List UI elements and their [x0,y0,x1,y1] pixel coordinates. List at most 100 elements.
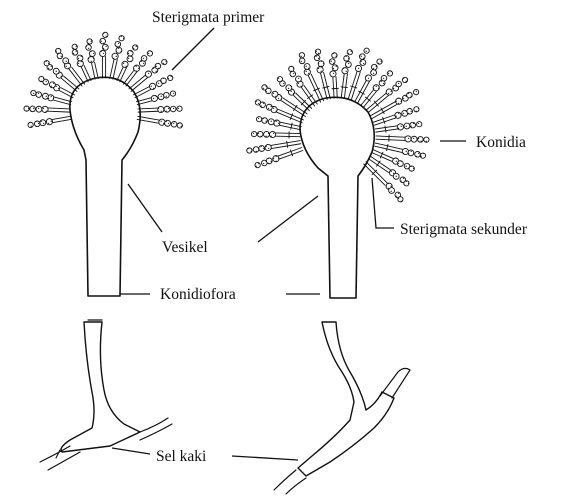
conidium [314,55,320,61]
conidium [103,32,108,37]
conidium [164,106,170,112]
sterigma [52,116,71,122]
conidium [393,173,399,179]
conidium [405,136,411,142]
sterigma-septum [385,126,386,132]
conidium [404,181,409,186]
conidium [299,53,304,58]
sterigma [91,62,98,79]
sterigma [276,133,300,137]
conidium [72,50,78,56]
conidium [318,61,324,67]
conidium [49,82,55,88]
conidium [315,49,320,54]
conidium [247,148,252,153]
conidium [87,39,92,44]
sterigma [370,101,397,118]
conidium [112,53,118,59]
conidium [424,137,429,142]
conidium [39,76,44,81]
conidium [274,120,280,126]
conidium [413,89,418,94]
conidium [360,54,366,60]
sterigma [361,89,377,107]
conidium [398,197,403,202]
conidium [410,122,416,128]
conidium [290,71,296,77]
conidium [397,161,403,167]
conidium [408,150,414,156]
left-conidial-head [24,32,183,128]
conidium [397,124,403,130]
conidium [24,106,29,111]
conidium [396,98,402,104]
conidium [262,85,267,90]
sterigma [375,126,397,132]
conidium [417,122,422,127]
sterigma-septum [287,141,288,147]
conidium [100,38,106,44]
conidium [268,119,274,125]
label-sterigmata-sekunder: Sterigmata sekunder [400,221,528,238]
conidium [345,62,351,68]
sterigma [376,136,405,140]
conidium [30,106,36,112]
conidium [72,44,77,49]
conidium [381,75,387,81]
conidium [270,131,276,137]
conidium [251,131,256,136]
conidium [289,66,294,71]
conidium [373,85,379,91]
conidium [119,36,124,41]
conidium [100,50,106,56]
conidium [277,77,282,82]
right-conidial-head [247,48,429,202]
conidium [411,136,417,142]
conidium [102,44,108,50]
conidium [329,59,335,65]
conidium [177,123,182,128]
conidium [36,106,42,112]
sterigma-septum [341,87,347,88]
left-foot-cell-assembly [40,320,172,470]
conidium [342,68,348,74]
conidium [409,166,414,171]
sterigma [368,156,390,172]
conidium [372,64,378,70]
sterigma [333,77,337,98]
conidium [255,100,260,105]
conidium [296,76,302,82]
conidium [415,152,421,158]
conidium [389,188,395,194]
conidium [133,45,138,50]
conidium [265,144,271,150]
conidium [402,77,407,82]
conidium [40,120,46,126]
conidium [377,59,382,64]
sterigma [293,93,311,111]
conidium [89,51,95,57]
conidium [147,51,152,56]
label-sterigmata-primer: Sterigmata primer [152,9,265,26]
conidium [53,68,59,74]
conidium [127,56,133,62]
conidium [330,71,336,77]
right-foot-cell-assembly [274,322,410,494]
conidium [407,109,413,115]
conidium [31,90,36,95]
conidium [170,91,175,96]
label-sel-kaki: Sel kaki [156,448,207,465]
conidium [162,59,167,64]
conidium [272,91,278,97]
sterigma [341,73,347,98]
conidium [161,78,167,84]
sterigma [280,122,302,130]
conidium [304,64,310,70]
conidium [165,120,171,126]
sterigma [53,97,71,105]
conidium [255,162,260,167]
conidium [396,81,402,87]
conidium [344,56,350,62]
conidium [170,106,176,112]
conidium [42,93,48,99]
